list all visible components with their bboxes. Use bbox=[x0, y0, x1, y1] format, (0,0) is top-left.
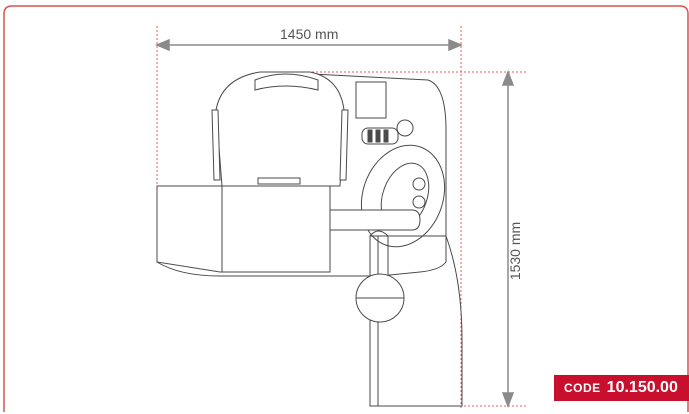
knob-bottom bbox=[412, 195, 426, 209]
knob-top bbox=[412, 177, 426, 191]
depth-arrow bbox=[501, 69, 515, 409]
frame-border bbox=[3, 5, 689, 412]
guide-lines bbox=[156, 26, 528, 410]
control-panel bbox=[355, 81, 387, 119]
seat-tag bbox=[257, 177, 301, 185]
code-number: 10.150.00 bbox=[606, 379, 678, 396]
seat-headrest bbox=[254, 73, 319, 91]
seat-cushion bbox=[221, 185, 331, 273]
armrest-left bbox=[211, 109, 221, 181]
stand-base bbox=[369, 235, 463, 407]
steering-column bbox=[329, 209, 421, 231]
operator-station bbox=[156, 71, 463, 407]
width-arrow bbox=[155, 38, 463, 52]
product-code-badge: CODE 10.150.00 bbox=[554, 375, 689, 401]
seat-back bbox=[215, 71, 345, 187]
code-prefix: CODE bbox=[564, 381, 601, 395]
armrest-right bbox=[339, 109, 349, 181]
depth-dimension-label: 1530 mm bbox=[507, 221, 524, 281]
width-dimension-label: 1450 mm bbox=[280, 26, 339, 42]
joystick bbox=[361, 119, 414, 145]
